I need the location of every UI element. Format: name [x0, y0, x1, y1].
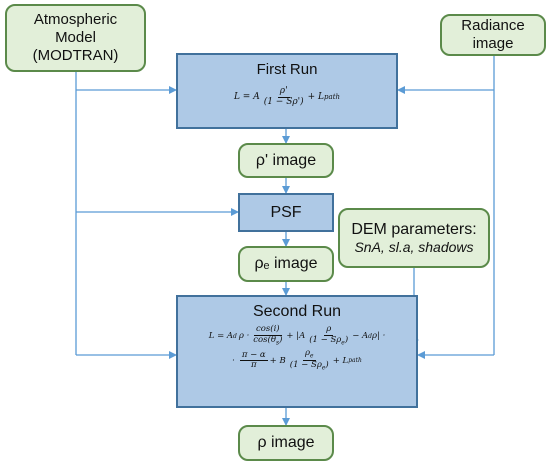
eq2-l2-tail: + L: [332, 355, 349, 366]
eq1-tail-sub: path: [324, 93, 341, 102]
eq2-l2-den2-b: ): [325, 360, 329, 371]
first-run-title: First Run: [256, 61, 318, 78]
eq2-l1-rho: ρ ·: [238, 331, 250, 341]
eq2-l1-end-sub: d: [368, 332, 372, 340]
eq1-lhs: L = A: [233, 92, 260, 103]
rho-image-box: ρ image: [238, 425, 334, 461]
atmospheric-model-box: Atmospheric Model (MODTRAN): [5, 4, 146, 72]
eq2-l2-den1: π: [250, 360, 257, 371]
eq2-l1-end2: ρ| ·: [372, 331, 386, 341]
eq2-l1-num2: ρ: [324, 324, 334, 336]
eq2-l1-den1-a: cos(θ: [253, 334, 276, 345]
radiance-image-line1: Radiance: [461, 17, 525, 34]
eq2-l2-mid: + B: [269, 355, 286, 366]
eq2-l1-den2-a: (1 − Sρ: [309, 334, 342, 345]
eq2-l1-frac2: ρ (1 − Sρe): [307, 324, 350, 347]
eq2-l2-num2-sub: e: [309, 352, 314, 360]
rho-image-label: ρ image: [257, 434, 315, 452]
rho-e-image-label: ρₑ image: [254, 255, 318, 273]
radiance-image-box: Radiance image: [440, 14, 546, 56]
eq2-l1-den2: (1 − Sρe): [307, 334, 350, 347]
rho-e-image-box: ρₑ image: [238, 246, 334, 282]
radiance-image-line2: image: [472, 35, 514, 52]
eq2-l2-frac2: ρe (1 − Sρe): [288, 347, 331, 373]
second-run-title: Second Run: [252, 303, 342, 320]
rho-prime-image-box: ρ' image: [238, 143, 334, 178]
eq2-l2-num2-a: ρ: [304, 347, 310, 358]
eq2-l2-dot: ·: [232, 355, 235, 366]
eq2-l1-lhs: L = A: [208, 331, 234, 341]
eq2-l1-lhs-sub: d: [233, 332, 237, 340]
atmospheric-model-line1: Atmospheric: [33, 11, 118, 28]
psf-box: PSF: [238, 193, 334, 232]
eq1-denominator: (1 − Sρ'): [263, 96, 304, 107]
dem-parameters-title: DEM parameters:: [351, 221, 477, 238]
dem-parameters-subtitle: SnA, sl.a, shadows: [354, 239, 474, 256]
atmospheric-model-line2: Model: [55, 29, 96, 46]
eq2-l2-den2-sub: e: [321, 364, 326, 372]
eq2-l2-frac1: π − α π: [239, 349, 268, 371]
rho-prime-image-label: ρ' image: [255, 151, 317, 169]
eq2-l1-mid: + |A: [286, 331, 306, 341]
eq2-l1-den1-sub: s: [275, 339, 280, 347]
eq2-l1-den2-sub: e: [341, 339, 345, 347]
eq2-l1-den2-b: ): [344, 334, 349, 345]
eq2-l2-den2-a: (1 − Sρ: [289, 360, 322, 371]
eq2-l1-num1: cos(i): [254, 324, 282, 336]
eq2-l2-num1: π − α: [239, 349, 268, 362]
eq1-numerator: ρ': [277, 86, 290, 98]
eq2-l2-den2: (1 − Sρe): [288, 360, 331, 372]
eq2-l1-frac1: cos(i) cos(θs): [251, 324, 284, 347]
eq1-tail: + L: [307, 92, 325, 103]
eq2-l1-den1-b: ): [279, 334, 283, 345]
eq2-l2-num2: ρe: [302, 347, 316, 362]
eq1-fraction: ρ' (1 − Sρ'): [262, 86, 306, 108]
eq2-l1-end: − A: [352, 331, 369, 341]
eq2-l2-tail-sub: path: [348, 357, 362, 365]
dem-parameters-box: DEM parameters: SnA, sl.a, shadows: [338, 208, 490, 268]
eq2-l1-den1: cos(θs): [251, 334, 284, 347]
psf-label: PSF: [270, 203, 302, 221]
atmospheric-model-line3: (MODTRAN): [32, 47, 119, 64]
